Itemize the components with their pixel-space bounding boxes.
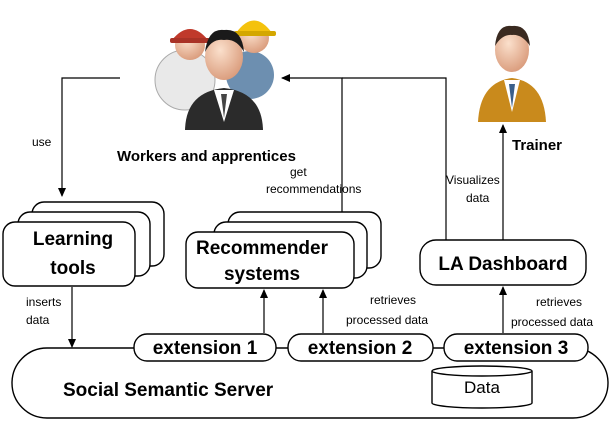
workers-label: Workers and apprentices bbox=[117, 148, 296, 165]
use-label: use bbox=[32, 135, 52, 149]
retrieves-b-label-1: retrieves bbox=[536, 295, 582, 309]
extension-1-label: extension 1 bbox=[153, 338, 258, 359]
extension-3-label: extension 3 bbox=[464, 338, 569, 359]
retrieves-a-label-2: processed data bbox=[346, 313, 428, 327]
workers-illustration-icon bbox=[154, 20, 276, 130]
trainer-label: Trainer bbox=[512, 137, 562, 154]
get-label-2: recommendations bbox=[266, 182, 361, 196]
inserts-label-1: inserts bbox=[26, 295, 61, 309]
visualizes-label-2: data bbox=[466, 191, 490, 205]
learning-tools-box bbox=[2, 201, 165, 287]
extension-2-pill bbox=[287, 333, 434, 362]
recommender-systems-box bbox=[185, 211, 382, 289]
recommender-label-1: Recommender bbox=[196, 238, 329, 259]
learning-tools-label-2: tools bbox=[50, 258, 95, 279]
get-label-1: get bbox=[290, 165, 307, 179]
retrieves-a-label-1: retrieves bbox=[370, 293, 416, 307]
visualizes-label-1: Visualizes bbox=[446, 173, 500, 187]
extension-1-pill bbox=[133, 333, 277, 362]
retrieves-b-label-2: processed data bbox=[511, 315, 593, 329]
extension-3-pill bbox=[443, 333, 589, 362]
recommender-label-2: systems bbox=[224, 264, 300, 285]
trainer-illustration-icon bbox=[478, 25, 546, 122]
inserts-label-2: data bbox=[26, 313, 50, 327]
server-label: Social Semantic Server bbox=[63, 380, 274, 401]
dashboard-connector bbox=[342, 77, 447, 240]
learning-tools-label-1: Learning bbox=[33, 229, 113, 250]
use-arrow bbox=[58, 77, 120, 197]
la-dashboard-label: LA Dashboard bbox=[438, 254, 567, 275]
data-store-label: Data bbox=[464, 378, 500, 397]
data-store-icon bbox=[431, 365, 533, 409]
extension-2-label: extension 2 bbox=[308, 338, 413, 359]
